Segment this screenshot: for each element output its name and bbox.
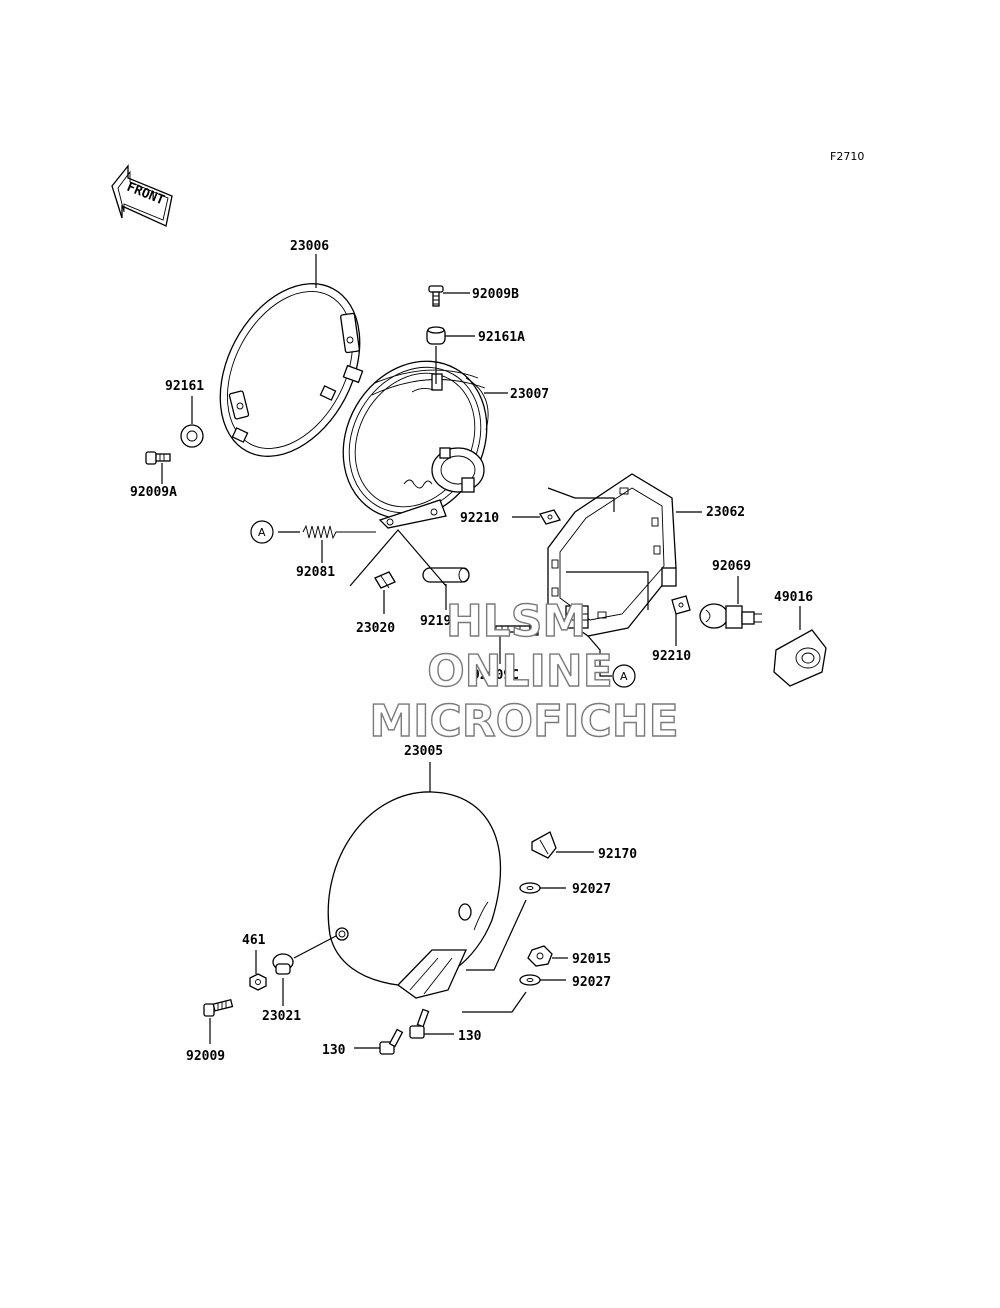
part-label: 92161 [165,379,204,394]
nut-92210-lower [671,595,691,615]
headlight-housing [327,791,501,999]
watermark-line-3: MICROFICHE [369,696,678,747]
part-label: 49016 [774,590,813,605]
part-label: 92191 [420,614,459,629]
part-label: 23005 [404,744,443,759]
leader-lines [161,254,801,1049]
part-label: 92009C [472,668,519,683]
watermark-line-1: HLSM [446,596,586,647]
socket-cap-49016 [773,629,827,687]
part-label: 92009B [472,287,519,302]
watermark: HLSM ONLINE MICROFICHE [369,595,680,747]
part-labels: 23006 92009B 92161A 92161 23007 92009A 9… [130,239,813,1064]
washer-92027-upper [519,882,541,894]
part-label: 92069 [712,559,751,574]
watermark-line-2: ONLINE [427,646,613,697]
connector-ref-a-right: A [612,664,636,688]
screw-92009b [428,285,444,307]
part-label: 92161A [478,330,525,345]
svg-text:A: A [620,670,628,683]
washer-92027-lower [519,974,541,986]
part-label: 92210 [460,511,499,526]
part-label: 23062 [706,505,745,520]
headlight-unit [342,360,489,529]
bolt-130-left [379,1028,404,1055]
part-label: 92170 [598,847,637,862]
part-label: 92027 [572,975,611,990]
bracket-92170 [531,831,557,859]
part-label: 92009 [186,1049,225,1064]
part-label: 23006 [290,239,329,254]
part-label: 461 [242,933,266,948]
nut-461 [249,973,267,991]
part-label: 23007 [510,387,549,402]
screw-92009a [145,451,171,465]
part-label: 92081 [296,565,335,580]
nut-92210-upper [539,509,561,525]
figure-reference-id: F2710 [830,150,864,163]
grommet-92161 [180,424,204,448]
connector-ref-a-left: A [250,520,274,544]
part-label: 92009A [130,485,177,500]
grommet-92161a [426,326,446,345]
nut-92015 [527,945,553,967]
part-label: 92210 [652,649,691,664]
clip-23020 [374,571,396,589]
spring-92081 [302,524,376,540]
grommet-23021 [272,953,294,975]
screw-92009 [203,998,234,1017]
part-label: 23021 [262,1009,301,1024]
part-label: 23020 [356,621,395,636]
part-label: 92027 [572,882,611,897]
part-label: 130 [458,1029,482,1044]
bulb-92069 [699,603,762,629]
screw-92009c [489,622,539,636]
bolt-130-right [409,1008,430,1039]
headlight-bracket [547,473,677,637]
part-label: 130 [322,1043,346,1058]
tube-92191 [422,567,470,583]
svg-text:A: A [258,526,266,539]
front-arrow-icon: FRONT [111,164,173,227]
headlight-rim [219,283,364,457]
part-label: 92015 [572,952,611,967]
